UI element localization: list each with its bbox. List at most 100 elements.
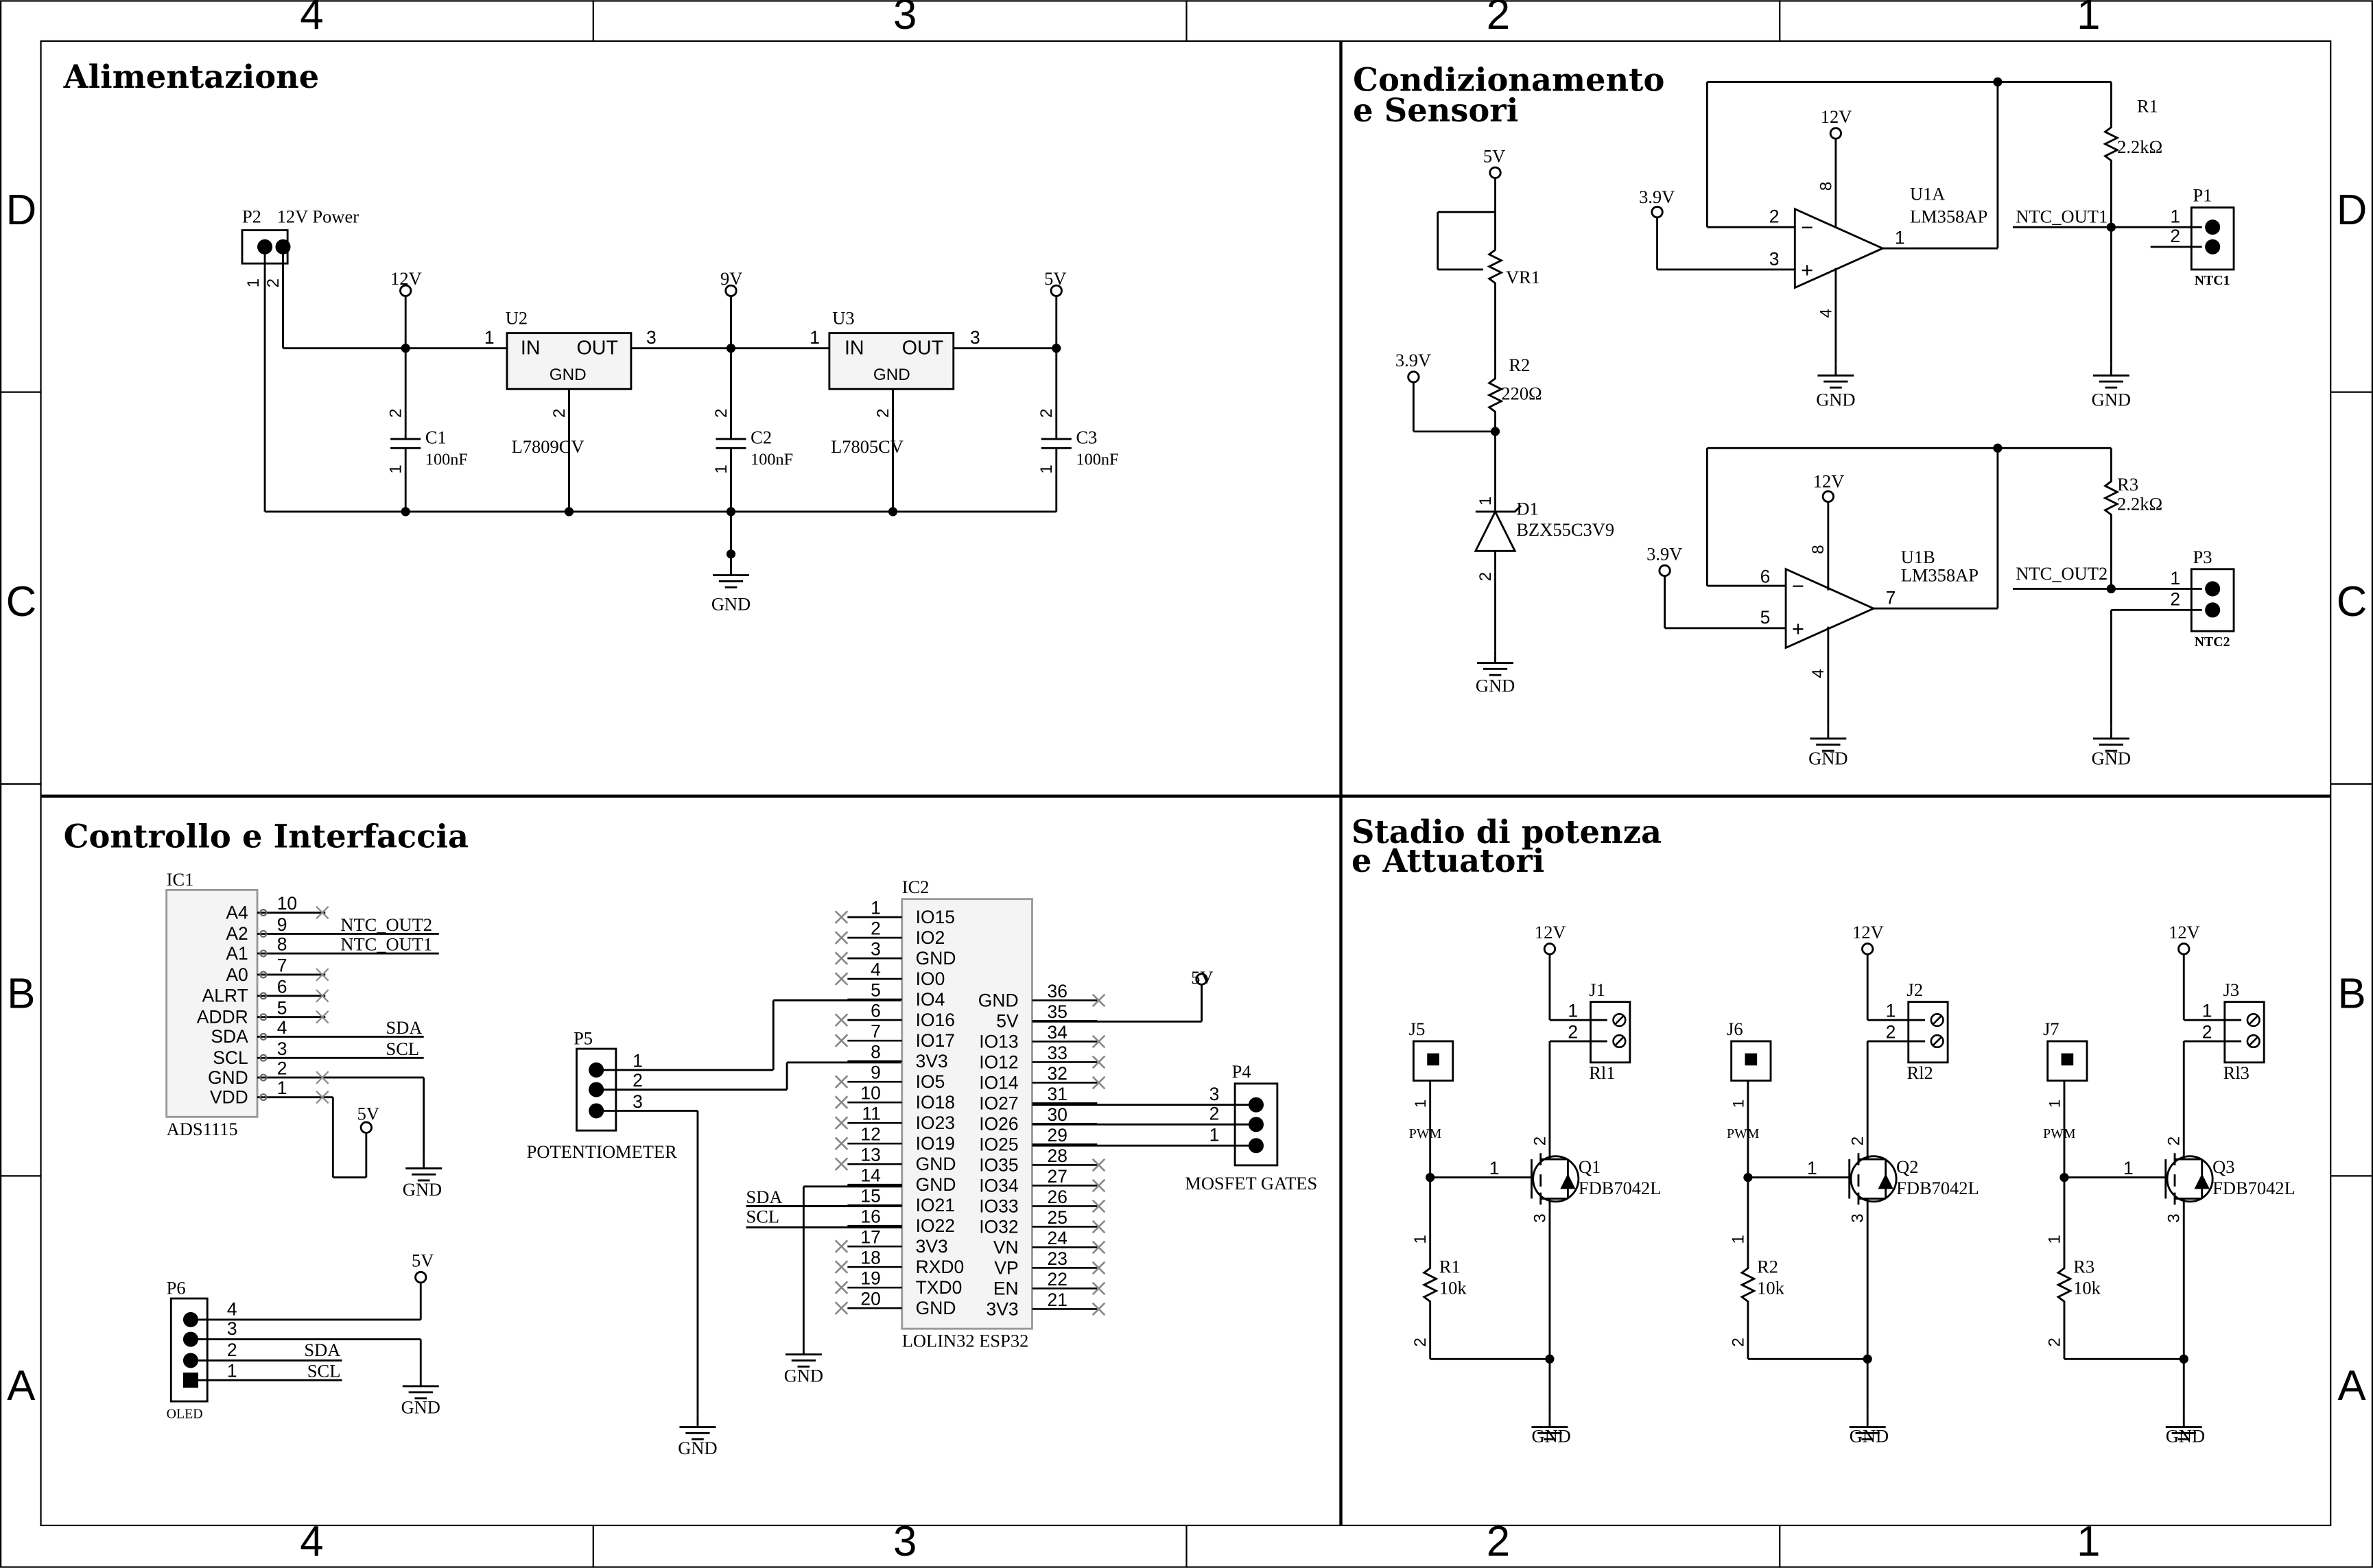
c2-ref: C2 (751, 427, 772, 448)
svg-text:3: 3 (227, 1318, 237, 1339)
ic2-pin-name: IO5 (916, 1071, 945, 1092)
ic2-pin-name: IO0 (916, 969, 945, 989)
section-titles: Alimentazione Condizionamento e Sensori … (63, 58, 1665, 879)
ntc-out1: NTC_OUT1 (2016, 206, 2108, 227)
svg-text:2: 2 (227, 1340, 237, 1360)
title-sensors-2: e Sensori (1353, 92, 1518, 129)
ic1-part: ADS1115 (167, 1119, 238, 1139)
mosfet-part: FDB7042L (1896, 1178, 1979, 1198)
no-connect-mark (1091, 993, 1106, 1008)
ic2-pin-name: TXD0 (916, 1277, 963, 1298)
pin-number: 3 (1531, 1213, 1549, 1223)
stage-label: 1 (1568, 1001, 1578, 1021)
p6-connector (169, 1297, 209, 1403)
no-connect-mark (834, 1157, 849, 1171)
svg-text:1: 1 (484, 327, 495, 348)
pin-number: 1 (2045, 1235, 2064, 1244)
ic1-ref: IC1 (167, 869, 194, 890)
p4-name: MOSFET GATES (1185, 1173, 1317, 1193)
rail-12v-label: 12V (2169, 922, 2200, 942)
svg-text:8: 8 (1817, 182, 1835, 191)
ic2-pin-number: 26 (1048, 1187, 1067, 1207)
stage-junctions (1743, 1053, 1872, 1364)
ic2-pin-number: 9 (871, 1062, 881, 1083)
svg-text:LM358AP: LM358AP (1910, 206, 1987, 227)
c3-ref: C3 (1076, 427, 1097, 448)
title-actuators: Stadio di potenza (1351, 813, 1662, 851)
svg-text:2: 2 (1209, 1104, 1220, 1124)
ntc2-label: NTC2 (2195, 634, 2230, 650)
svg-text:+: + (1792, 617, 1804, 641)
ic1-pin-name: SDA (211, 1026, 248, 1047)
pwm-connector (1412, 1040, 1454, 1082)
u1b-opamp (1784, 567, 1876, 650)
svg-text:100nF: 100nF (425, 451, 468, 469)
resistor-value: 10k (1757, 1277, 1784, 1298)
pin-number: 3 (2165, 1213, 2184, 1223)
ic2-pin-name: 3V3 (916, 1051, 948, 1071)
frame-labels: 4 3 2 1 4 3 2 1 D C B A D C B A (6, 0, 2368, 1565)
svg-text:220Ω: 220Ω (1501, 383, 1542, 404)
ic1-pin-number: 10 (277, 893, 297, 914)
svg-text:2: 2 (550, 409, 569, 418)
svg-text:1: 1 (1037, 464, 1056, 474)
relay-connector (1590, 1001, 1631, 1064)
ic2-pin-name: GND (916, 948, 956, 969)
ic1-pin-name: ADDR (197, 1007, 248, 1027)
svg-text:3.9V: 3.9V (1395, 350, 1431, 370)
stage-label: 1 (1489, 1158, 1500, 1178)
row-label: C (2337, 578, 2368, 626)
relay-connector (1907, 1001, 1949, 1064)
ic2-pin-number: 1 (871, 898, 881, 918)
p2-name: 12V Power (277, 206, 359, 227)
ic2-pin-name: GND (916, 1174, 956, 1195)
ic2-pin-number: 6 (871, 1001, 881, 1021)
ic2-pin-name: IO33 (979, 1196, 1018, 1216)
p5-ref: P5 (574, 1027, 593, 1048)
power-section (241, 229, 1072, 563)
stage-junctions (2059, 1053, 2188, 1364)
ic1-pin-number: 7 (277, 955, 287, 976)
no-connect-mark (834, 1116, 849, 1130)
svg-text:100nF: 100nF (1076, 451, 1118, 469)
svg-text:GND: GND (1808, 748, 1847, 768)
svg-text:GND: GND (401, 1397, 440, 1418)
ic2-pin-number: 5 (871, 980, 881, 1001)
no-connect-mark (1091, 1302, 1106, 1316)
ic1-pin-name: SCL (213, 1047, 248, 1068)
relay-name: Rl2 (1907, 1062, 1933, 1083)
ic1-net-label: NTC_OUT2 (340, 914, 432, 935)
svg-text:2.2kΩ: 2.2kΩ (2117, 494, 2162, 514)
no-connect-mark (834, 1281, 849, 1294)
pin-number: 1 (1729, 1100, 1747, 1108)
ic1-pin-number: 6 (277, 976, 287, 997)
no-connect-mark (316, 1071, 329, 1084)
pin-number: 2 (2045, 1338, 2064, 1347)
ic1-pin-mark (259, 1093, 268, 1102)
svg-text:3.9V: 3.9V (1646, 544, 1682, 565)
svg-text:4: 4 (227, 1298, 237, 1319)
ic1-pin-name: A2 (226, 923, 248, 944)
u1a-ref: U1A (1910, 183, 1945, 204)
row-label: D (2337, 187, 2368, 234)
r3-ref: R3 (2117, 474, 2138, 495)
title-actuators-2: e Attuatori (1351, 842, 1544, 879)
svg-text:4: 4 (1809, 669, 1828, 678)
svg-text:2: 2 (2170, 589, 2180, 610)
pwm-label: PWM (1727, 1126, 1760, 1141)
relay-terminals (2246, 1012, 2260, 1049)
power-junctions (257, 239, 1061, 559)
ic2-pin-number: 32 (1048, 1063, 1067, 1084)
ic1-pin-mark (259, 992, 268, 1000)
svg-text:6: 6 (1760, 567, 1771, 587)
ic2-pin-number: 36 (1048, 981, 1067, 1001)
title-power: Alimentazione (63, 58, 320, 95)
section-dividers (40, 40, 2331, 1525)
sensors-labels: 5V VR1 R2 220Ω 3.9V D1 BZX55C3V9 1 2 GND… (1395, 96, 2230, 769)
svg-text:1: 1 (712, 464, 731, 474)
ic2-pin-number: 34 (1048, 1022, 1067, 1043)
svg-text:12V: 12V (1821, 106, 1852, 127)
